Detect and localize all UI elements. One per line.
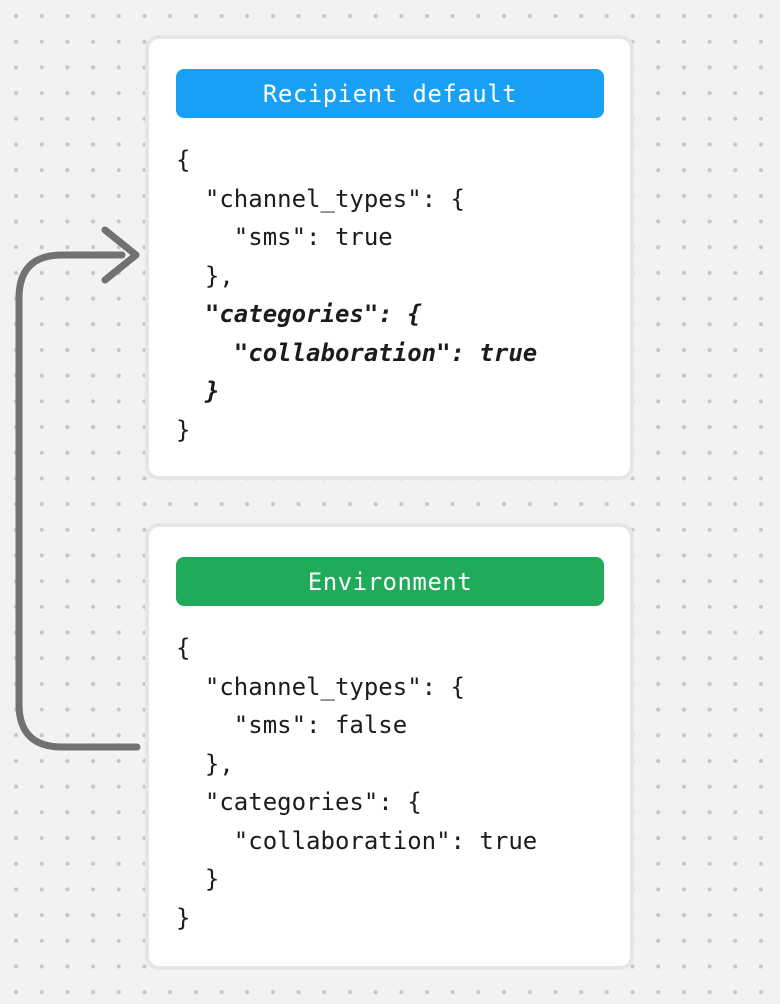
environment-json-code: { "channel_types": { "sms": false }, "ca… [176, 629, 604, 937]
recipient-default-header-pill: Recipient default [176, 69, 604, 118]
code-line: { [176, 146, 191, 174]
arrowhead-icon [101, 226, 140, 284]
environment-header-pill: Environment [176, 557, 604, 606]
curved-arrow [15, 226, 141, 751]
code-line: } [176, 377, 220, 405]
code-line: "categories": { [176, 788, 422, 816]
code-line: }, [176, 261, 234, 290]
code-line: "channel_types": { [176, 184, 465, 213]
code-line: } [176, 865, 220, 893]
code-line: "channel_types": { [176, 672, 465, 701]
code-line: "collaboration": true [176, 826, 538, 855]
code-line: "sms": false [176, 711, 408, 739]
code-line: } [176, 903, 191, 932]
arrow-shaft [15, 251, 141, 751]
code-line: "sms": true [176, 223, 393, 251]
card-environment: Environment { "channel_types": { "sms": … [145, 523, 634, 970]
code-line: }, [176, 749, 234, 778]
code-line: } [176, 415, 191, 444]
recipient-default-json-code: { "channel_types": { "sms": true }, "cat… [176, 141, 604, 449]
code-line: { [176, 634, 191, 662]
card-recipient-default: Recipient default { "channel_types": { "… [145, 35, 634, 480]
code-line: "collaboration": true [176, 338, 538, 367]
code-line: "categories": { [176, 300, 422, 328]
